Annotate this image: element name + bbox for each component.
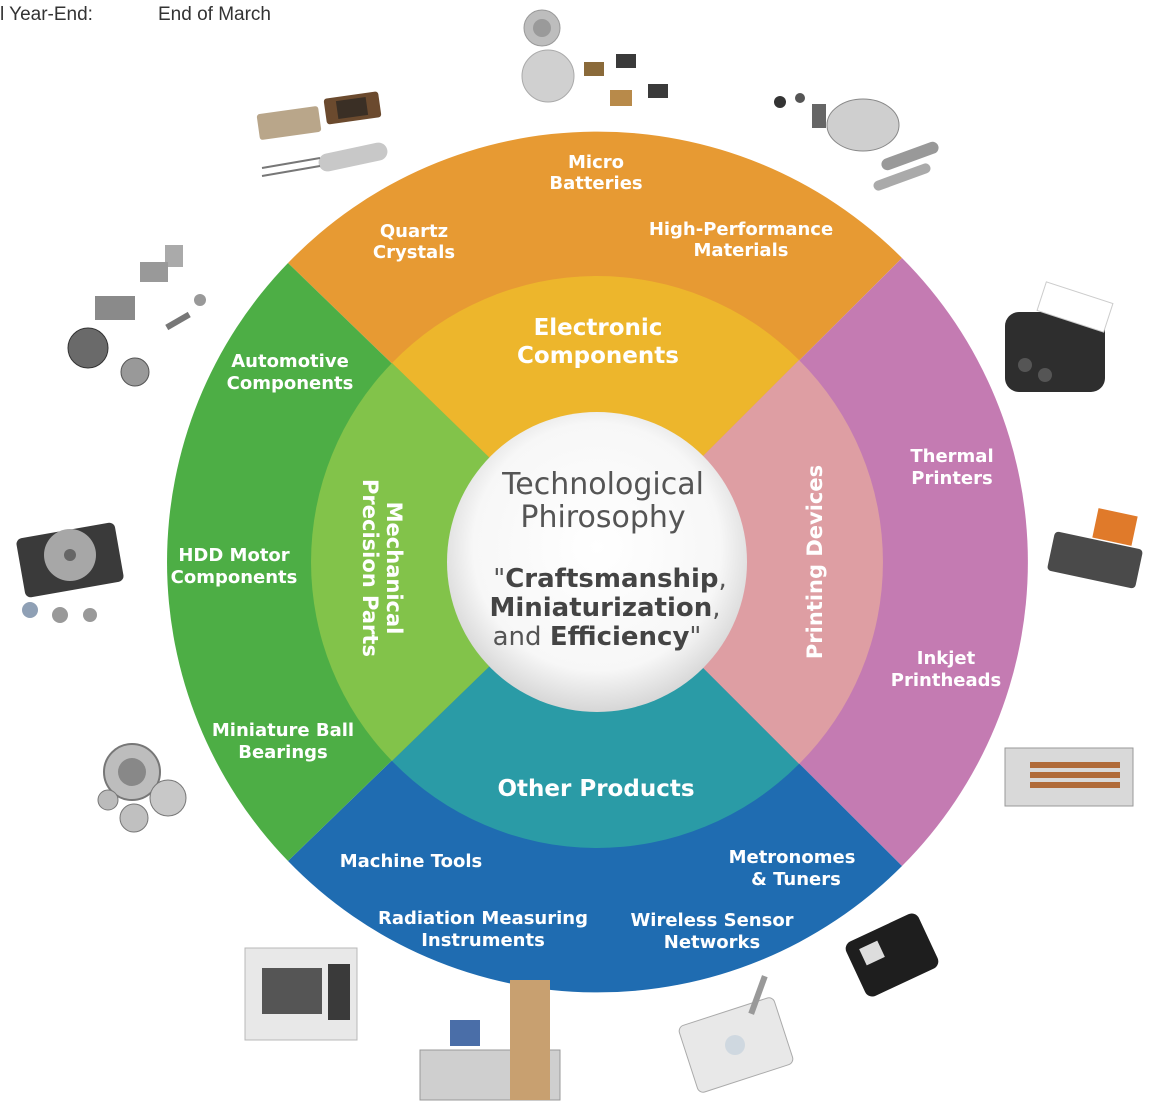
segment-radiation-line2: Instruments: [421, 930, 545, 951]
segment-bearings-line1: Miniature Ball: [212, 720, 354, 741]
center-quote-line3: and Efficiency": [493, 622, 702, 652]
segment-quartz-crystals-line1: Quartz: [380, 221, 448, 242]
segment-machine-tools: Machine Tools: [340, 851, 483, 872]
category-mechanical-line1: Mechanical: [382, 502, 406, 635]
tuner-image: [845, 913, 939, 997]
machine-tool-image: [244, 947, 358, 1041]
center-disc: [447, 412, 747, 712]
segment-thermal-printers-line2: Printers: [911, 468, 992, 489]
segment-metronomes-line1: Metronomes: [729, 847, 856, 868]
high-performance-materials-image: [774, 93, 939, 191]
micro-battery-image: [521, 9, 668, 106]
segment-bearings-line2: Bearings: [238, 742, 328, 763]
segment-high-performance-line1: High-Performance: [649, 219, 833, 240]
center-quote-line2: Miniaturization,: [489, 593, 720, 623]
center-title-line1: Technological: [501, 467, 704, 502]
fiscal-year-end-line: l Year-End: End of March: [0, 4, 271, 26]
automotive-components-image: [67, 245, 206, 387]
category-electronic-line1: Electronic: [534, 315, 663, 341]
segment-wireless-line2: Networks: [664, 932, 760, 953]
segment-wireless-line1: Wireless Sensor: [630, 910, 793, 931]
segment-micro-batteries-line1: Micro: [568, 152, 624, 173]
category-mechanical-line2: Precision Parts: [358, 479, 382, 657]
segment-hdd-line1: HDD Motor: [178, 545, 289, 566]
segment-inkjet-printheads-line1: Inkjet: [917, 648, 976, 669]
segment-high-performance-line2: Materials: [694, 240, 789, 261]
radiation-instrument-image: [419, 980, 561, 1101]
segment-metronomes-line2: & Tuners: [751, 869, 841, 890]
segment-hdd-line2: Components: [171, 567, 298, 588]
center-quote-line1: "Craftsmanship,: [493, 564, 727, 594]
category-electronic-line2: Components: [517, 343, 679, 369]
hdd-motor-image: [16, 522, 124, 623]
wireless-sensor-image: [678, 975, 794, 1093]
segment-automotive-line1: Automotive: [231, 351, 349, 372]
segment-micro-batteries-line2: Batteries: [549, 173, 642, 194]
thermal-printer-image: [1005, 281, 1114, 392]
segment-automotive-line2: Components: [227, 373, 354, 394]
category-printing-label: Printing Devices: [803, 465, 827, 659]
printer-mechanism-image: [1047, 508, 1143, 589]
inkjet-printhead-image: [1004, 747, 1134, 807]
quartz-crystal-image: [256, 91, 388, 177]
segment-thermal-printers-line1: Thermal: [910, 446, 993, 467]
segment-radiation-line1: Radiation Measuring: [378, 908, 588, 929]
segment-quartz-crystals-line2: Crystals: [373, 242, 455, 263]
ball-bearing-image: [97, 743, 187, 833]
category-other-label: Other Products: [497, 776, 694, 802]
center-title-line2: Phirosophy: [520, 500, 685, 535]
fiscal-year-end-value: End of March: [158, 4, 271, 25]
fiscal-year-end-label: l Year-End:: [0, 4, 93, 25]
segment-inkjet-printheads-line2: Printheads: [891, 670, 1001, 691]
